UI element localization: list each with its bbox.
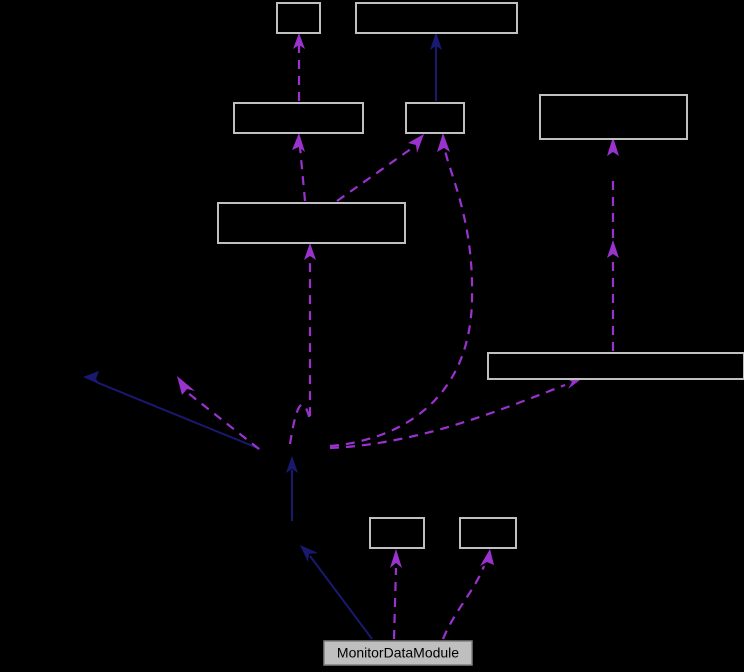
node-box-6[interactable]: [217, 202, 406, 244]
graph-node-5[interactable]: [539, 94, 688, 140]
arrowhead-module-to-hub: [300, 545, 318, 562]
node-box-9[interactable]: [459, 517, 517, 549]
arrowhead-box6: [304, 243, 316, 260]
graph-node-4[interactable]: [405, 102, 465, 134]
arrowhead-box3: [292, 133, 305, 152]
node-box-1[interactable]: [276, 2, 321, 34]
graph-node-7[interactable]: [487, 352, 744, 380]
arrowhead-box2: [430, 32, 442, 50]
graph-node-1[interactable]: [276, 2, 321, 34]
node-box-4[interactable]: [405, 102, 465, 134]
graph-node-monitordatamodule[interactable]: MonitorDataModule: [323, 640, 473, 666]
arrowhead-midnode-right: [607, 240, 619, 258]
edge-module-to-hub: [309, 555, 373, 640]
edge-hub-to-box6: [288, 245, 312, 445]
node-box-5[interactable]: [539, 94, 688, 140]
edge-hub-to-box4-curve: [329, 149, 474, 448]
edge-hub-to-box7: [329, 383, 566, 450]
arrowhead-left-inherit: [83, 371, 101, 385]
node-box-monitordatamodule[interactable]: [323, 640, 473, 666]
graph-node-6[interactable]: [217, 202, 406, 244]
arrowhead-box9: [480, 549, 494, 566]
arrowhead-hub-vertical: [286, 456, 298, 473]
node-box-8[interactable]: [369, 517, 425, 549]
edge-layer: [83, 32, 619, 640]
node-label-monitordatamodule: MonitorDataModule: [337, 645, 459, 661]
node-box-2[interactable]: [355, 2, 518, 34]
node-box-3[interactable]: [233, 102, 364, 134]
arrowhead-box8: [390, 549, 402, 568]
node-layer: MonitorDataModule: [217, 2, 744, 666]
edge-hub-to-left-inherit: [95, 381, 261, 450]
arrowhead-box4-left: [408, 134, 424, 153]
arrowhead-box1: [293, 33, 305, 49]
graph-node-2[interactable]: [355, 2, 518, 34]
edge-module-to-box8: [392, 567, 398, 640]
arrowhead-box4-right: [437, 133, 450, 152]
graph-node-3[interactable]: [233, 102, 364, 134]
node-box-7[interactable]: [487, 352, 744, 380]
graph-node-9[interactable]: [459, 517, 517, 549]
graph-node-8[interactable]: [369, 517, 425, 549]
arrowhead-box5: [607, 137, 619, 156]
arrowhead-left-usage: [177, 376, 195, 395]
